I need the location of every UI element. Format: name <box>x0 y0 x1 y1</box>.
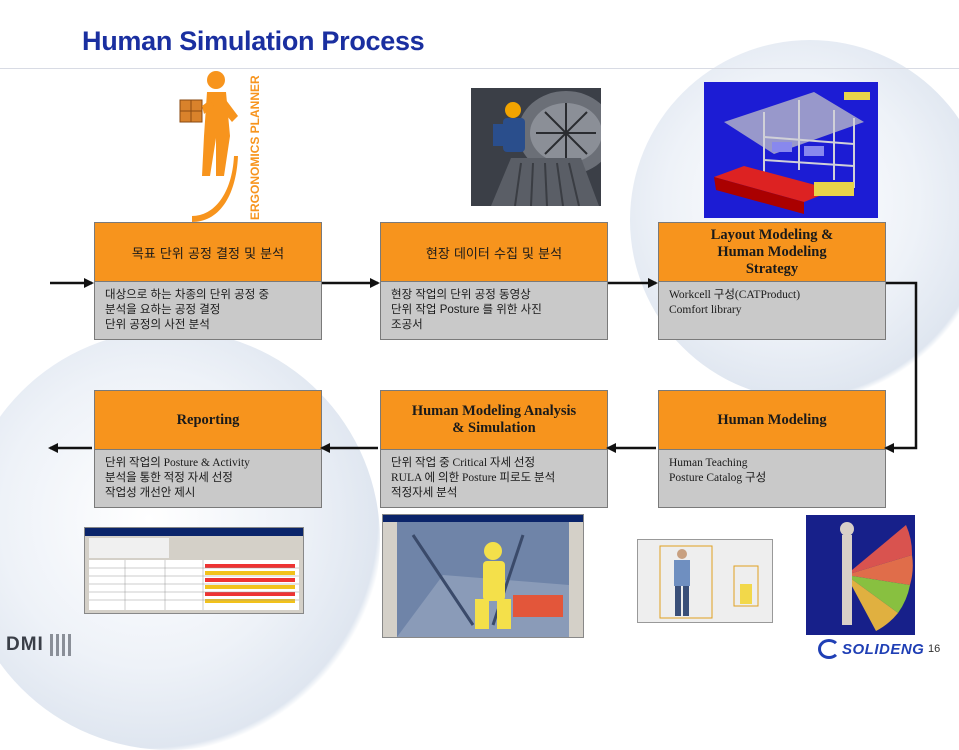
box-header-text: 현장 데이터 수집 및 분석 <box>425 246 563 262</box>
box-header: 현장 데이터 수집 및 분석 <box>381 223 607 282</box>
box-header: Reporting <box>95 391 321 450</box>
box-header-text: Strategy <box>745 260 799 277</box>
box-line: Workcell 구성(CATProduct) <box>669 289 801 301</box>
process-flow-arrows <box>48 278 918 453</box>
report-table-screenshot <box>84 527 304 614</box>
box-line: 분석을 요하는 공정 결정 <box>105 304 221 316</box>
box-header: Human Modeling <box>659 391 885 450</box>
box-header: Layout Modeling & Human Modeling Strateg… <box>659 223 885 282</box>
dmi-logo-bars-icon <box>49 634 71 656</box>
box-line: 단위 작업 Posture 를 위한 사진 <box>391 304 542 316</box>
box-header-text: Human Modeling <box>717 243 827 260</box>
box-line: 대상으로 하는 차종의 단위 공정 중 <box>105 289 270 301</box>
box-header-text: Human Modeling Analysis <box>411 403 577 419</box>
box-line: Posture Catalog 구성 <box>669 472 767 484</box>
solideng-logo-text: SOLIDENG <box>842 640 925 658</box>
process-box-analysis-simulation: Human Modeling Analysis & Simulation 단위 … <box>380 390 608 508</box>
box-line: 적정자세 분석 <box>391 487 458 499</box>
workcell-layout-render <box>704 82 878 218</box>
box-line: 단위 작업의 Posture & Activity <box>105 457 250 469</box>
box-line: 분석을 통한 적정 자세 선정 <box>105 472 233 484</box>
box-header-text: Layout Modeling & <box>710 226 834 243</box>
box-line: Comfort library <box>669 304 742 316</box>
process-box-layout-modeling: Layout Modeling & Human Modeling Strateg… <box>658 222 886 340</box>
process-box-field-data: 현장 데이터 수집 및 분석 현장 작업의 단위 공정 동영상 단위 작업 Po… <box>380 222 608 340</box>
box-header: 목표 단위 공정 결정 및 분석 <box>95 223 321 282</box>
box-header: Human Modeling Analysis & Simulation <box>381 391 607 450</box>
box-body: 단위 작업 중 Critical 자세 선정 RULA 에 의한 Posture… <box>381 450 607 507</box>
box-body: 현장 작업의 단위 공정 동영상 단위 작업 Posture 를 위한 사진 조… <box>381 282 607 339</box>
ergonomics-planner-logo: ERGONOMICS PLANNER <box>174 66 274 222</box>
box-line: RULA 에 의한 Posture 피로도 분석 <box>391 472 556 484</box>
process-box-target-analysis: 목표 단위 공정 결정 및 분석 대상으로 하는 차종의 단위 공정 중 분석을… <box>94 222 322 340</box>
human-model-screenshot <box>637 539 773 623</box>
box-line: 단위 작업 중 Critical 자세 선정 <box>391 457 536 469</box>
box-line: Human Teaching <box>669 457 748 469</box>
box-header-text: 목표 단위 공정 결정 및 분석 <box>131 246 285 262</box>
rula-posture-screenshot <box>806 515 915 635</box>
solideng-logo: SOLIDENG <box>818 639 925 659</box>
box-header-text: Reporting <box>176 411 240 428</box>
title-divider <box>0 68 959 69</box>
box-header-text: & Simulation <box>452 420 536 436</box>
box-body: Human Teaching Posture Catalog 구성 <box>659 450 885 492</box>
box-line: 작업성 개선안 제시 <box>105 487 196 499</box>
process-box-human-modeling: Human Modeling Human Teaching Posture Ca… <box>658 390 886 508</box>
dmi-logo-text: DMI <box>6 634 44 655</box>
factory-worker-photo <box>471 88 601 206</box>
box-body: 대상으로 하는 차종의 단위 공정 중 분석을 요하는 공정 결정 단위 공정의… <box>95 282 321 339</box>
process-box-reporting: Reporting 단위 작업의 Posture & Activity 분석을 … <box>94 390 322 508</box>
box-header-text: Human Modeling <box>717 411 827 428</box>
simulation-screenshot <box>382 514 584 638</box>
page-number: 16 <box>928 643 941 655</box>
page-title: Human Simulation Process <box>82 26 425 56</box>
box-line: 현장 작업의 단위 공정 동영상 <box>391 289 531 301</box>
dmi-logo: DMI <box>6 632 71 658</box>
solideng-swoosh-icon <box>818 639 840 659</box>
box-body: 단위 작업의 Posture & Activity 분석을 통한 적정 자세 선… <box>95 450 321 507</box>
box-body: Workcell 구성(CATProduct) Comfort library <box>659 282 885 324</box>
box-line: 단위 공정의 사전 분석 <box>105 319 210 331</box>
flow-arrow <box>884 281 918 453</box>
box-line: 조공서 <box>391 319 423 331</box>
